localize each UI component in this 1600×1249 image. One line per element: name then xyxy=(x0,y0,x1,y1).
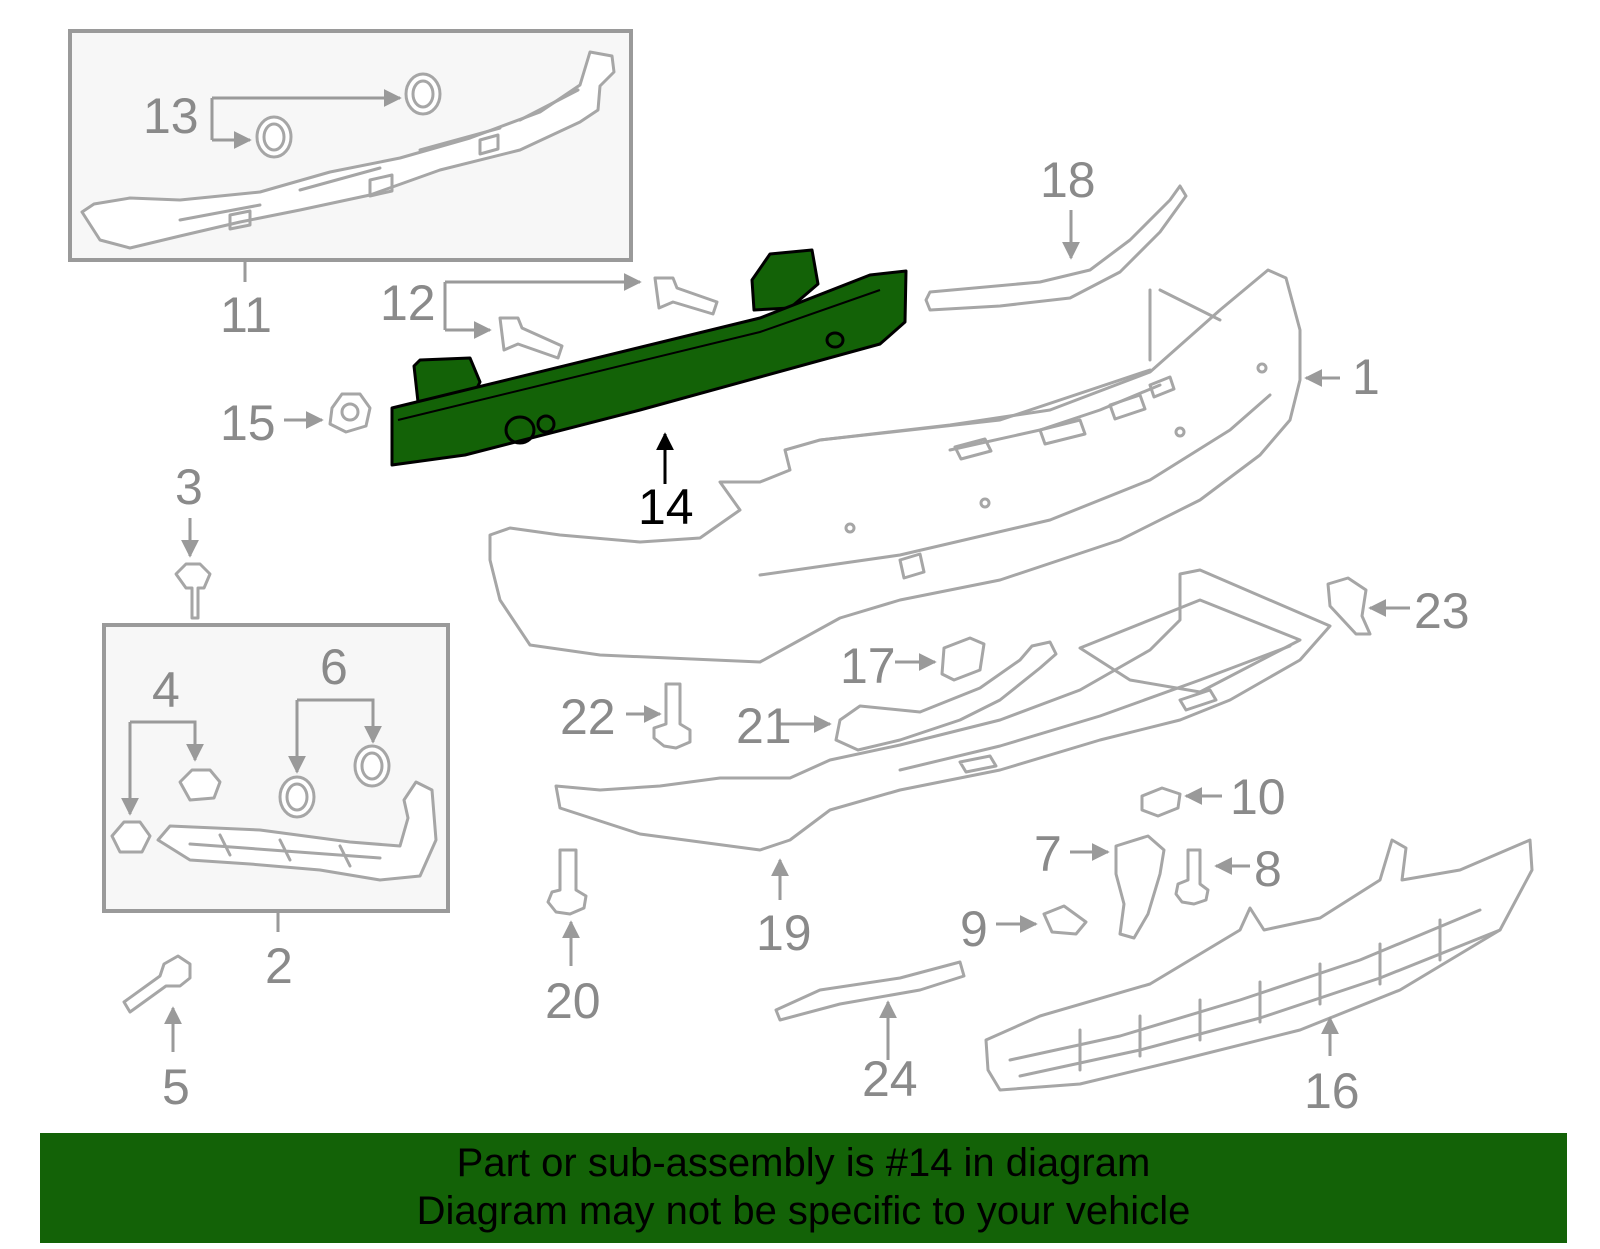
group-box-11 xyxy=(68,29,633,262)
callout-10: 10 xyxy=(1230,769,1286,825)
callout-7: 7 xyxy=(1034,826,1062,882)
part-3-bolt[interactable] xyxy=(174,562,212,620)
part-16-energy-absorber[interactable] xyxy=(984,838,1534,1092)
callout-12: 12 xyxy=(380,275,436,331)
part-5-bolt[interactable] xyxy=(122,954,192,1014)
callout-11: 11 xyxy=(220,287,272,343)
part-7-bracket[interactable] xyxy=(1114,834,1166,940)
callout-24: 24 xyxy=(862,1051,918,1107)
callout-14: 14 xyxy=(638,479,694,535)
callout-18: 18 xyxy=(1040,152,1096,208)
part-14-impact-bar[interactable] xyxy=(390,248,908,467)
part-20-bolt[interactable] xyxy=(546,848,588,916)
callout-13: 13 xyxy=(143,88,199,144)
part-13-clip-a[interactable] xyxy=(404,72,442,116)
part-19-lower-fascia[interactable] xyxy=(554,568,1332,852)
banner-line-part: Part or sub-assembly is #14 in diagram xyxy=(456,1141,1151,1185)
callout-17: 17 xyxy=(840,638,896,694)
callout-22: 22 xyxy=(560,689,616,745)
callout-8: 8 xyxy=(1254,841,1282,897)
callout-3: 3 xyxy=(175,459,203,515)
part-23-bracket[interactable] xyxy=(1326,576,1372,636)
part-21-deflector[interactable] xyxy=(834,640,1058,752)
callout-21: 21 xyxy=(736,698,792,754)
part-11-reinforcement[interactable] xyxy=(80,50,616,250)
part-1-bumper-cover[interactable] xyxy=(488,268,1302,664)
callout-23: 23 xyxy=(1414,583,1470,639)
callout-4: 4 xyxy=(152,662,180,718)
info-banner: Part or sub-assembly is #14 in diagram D… xyxy=(40,1133,1567,1243)
part-6-plug-a[interactable] xyxy=(278,775,316,819)
part-4-nut-b[interactable] xyxy=(110,820,152,854)
part-10-clip[interactable] xyxy=(1140,786,1182,818)
part-8-bolt[interactable] xyxy=(1174,848,1210,906)
group-box-2 xyxy=(102,623,450,913)
part-9-clip[interactable] xyxy=(1042,904,1088,936)
callout-9: 9 xyxy=(960,901,988,957)
part-4-nut-a[interactable] xyxy=(178,768,222,802)
callout-1: 1 xyxy=(1352,349,1380,405)
callout-2: 2 xyxy=(265,938,293,994)
part-24-molding[interactable] xyxy=(774,960,966,1022)
callout-20: 20 xyxy=(545,973,601,1029)
callout-5: 5 xyxy=(162,1059,190,1115)
callout-6: 6 xyxy=(320,639,348,695)
part-2-bracket[interactable] xyxy=(156,780,438,882)
callout-16: 16 xyxy=(1304,1063,1360,1119)
part-12-fasteners[interactable] xyxy=(498,276,719,360)
part-22-bolt[interactable] xyxy=(652,682,692,750)
part-15-nut[interactable] xyxy=(328,392,372,434)
banner-line-disclaimer: Diagram may not be specific to your vehi… xyxy=(416,1189,1191,1233)
callout-15: 15 xyxy=(220,395,276,451)
part-17-cover[interactable] xyxy=(940,636,986,682)
callout-19: 19 xyxy=(756,905,812,961)
part-18-trim[interactable] xyxy=(924,184,1188,312)
